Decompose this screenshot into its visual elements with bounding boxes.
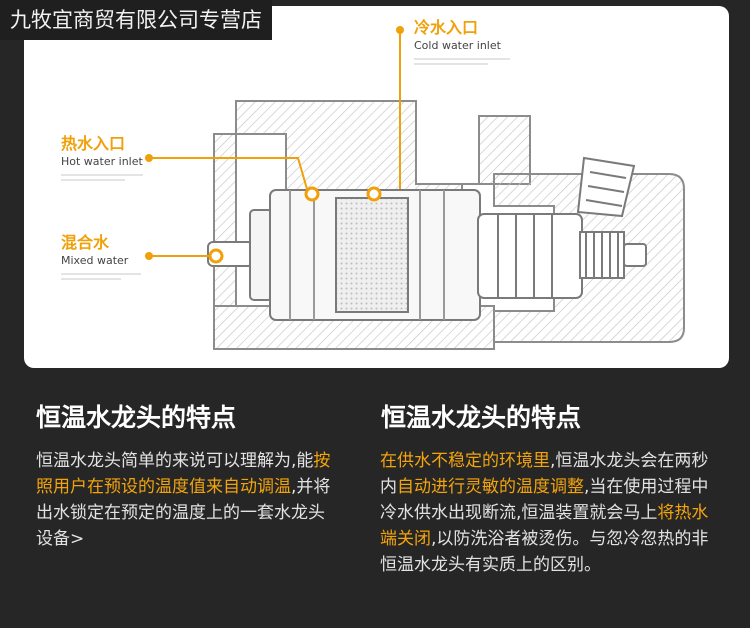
highlight-text: 在供水不稳定的环境里 xyxy=(380,451,550,471)
callout-markers xyxy=(208,186,382,264)
mixed-water-dot xyxy=(145,252,153,260)
body-text: ,恒温水龙头会在两秒内 xyxy=(380,451,709,497)
right-section-paragraph: 在供水不稳定的环境里,恒温水龙头会在两秒内自动进行灵敏的温度调整,当在使用过程中… xyxy=(380,448,710,578)
cartridge-tip xyxy=(623,243,647,267)
mixed-water-label-zh: 混合水 xyxy=(61,233,110,252)
hot-water-callout: 热水入口 Hot water inlet xyxy=(61,134,143,181)
cartridge-knurl xyxy=(335,197,409,313)
cold-water-caption-line xyxy=(414,58,510,60)
callout-dots xyxy=(145,26,404,260)
right-section-title: 恒温水龙头的特点 xyxy=(381,403,582,432)
hot-water-label-en: Hot water inlet xyxy=(61,155,143,168)
highlight-text: 将热水端关闭 xyxy=(380,503,709,549)
mixed-water-caption-line xyxy=(61,273,141,275)
store-name-banner: 九牧宜商贸有限公司专营店 xyxy=(0,0,272,40)
left-section-paragraph: 恒温水龙头简单的来说可以理解为,能按照用户在预设的温度值来自动调温,并将出水锁定… xyxy=(36,448,336,552)
callout-leaders xyxy=(149,32,401,257)
cold-water-label-en: Cold water inlet xyxy=(414,39,501,52)
cartridge-spring-housing xyxy=(477,213,583,299)
body-text: ,以防洗浴者被烫伤。与忽冷忽热的非恒温水龙头有实质上的区别。 xyxy=(380,529,709,575)
hot-water-dot xyxy=(145,154,153,162)
cold-water-callout: 冷水入口 Cold water inlet xyxy=(414,18,510,65)
thermostatic-cartridge-diagram xyxy=(145,26,685,350)
highlight-text: 自动进行灵敏的温度调整 xyxy=(397,477,584,497)
hot-water-caption-line xyxy=(61,174,143,176)
hot-water-marker xyxy=(304,186,320,202)
highlight-text: 按照用户在预设的温度值来自动调温 xyxy=(36,451,331,497)
cold-water-marker xyxy=(366,186,382,202)
hot-water-label-zh: 热水入口 xyxy=(61,134,126,153)
cold-water-dot xyxy=(396,26,404,34)
cold-water-label-zh: 冷水入口 xyxy=(414,18,479,37)
mixed-water-caption-line xyxy=(61,278,121,280)
cartridge-diagram-card: 冷水入口 Cold water inlet 热水入口 Hot water inl… xyxy=(24,6,729,368)
mixed-water-label-en: Mixed water xyxy=(61,254,129,267)
mixed-water-marker xyxy=(208,248,224,264)
left-section-title: 恒温水龙头的特点 xyxy=(36,403,237,432)
cartridge-cap xyxy=(249,209,273,301)
mixed-water-callout: 混合水 Mixed water xyxy=(61,233,141,280)
body-text: ,并将出水锁定在预定的温度上的一套水龙头设备> xyxy=(36,477,331,549)
hot-water-caption-line xyxy=(61,179,125,181)
cartridge xyxy=(207,156,647,321)
body-text: ,当在使用过程中冷水供水出现断流,恒温装置就会马上 xyxy=(380,477,709,523)
cold-water-caption-line xyxy=(414,63,488,65)
body-text: 恒温水龙头简单的来说可以理解为,能 xyxy=(36,451,314,471)
